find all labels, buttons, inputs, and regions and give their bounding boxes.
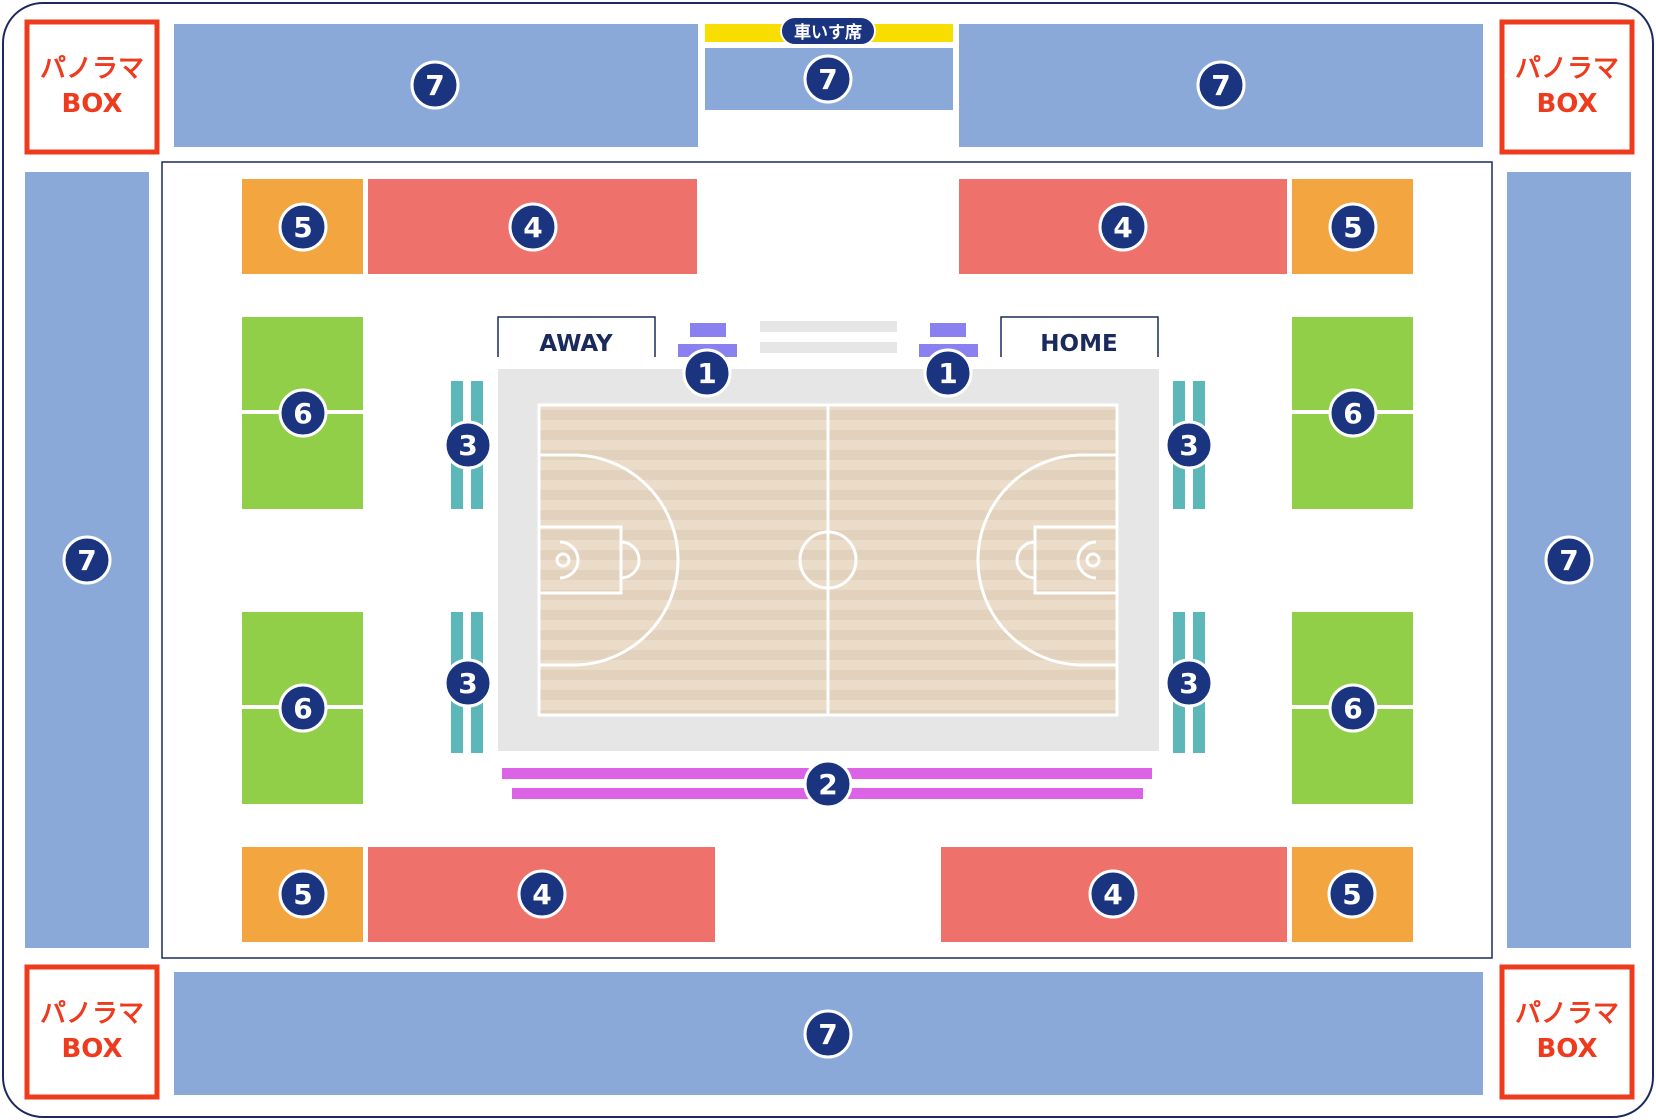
home-bench-label: HOME	[1040, 331, 1117, 357]
svg-text:2: 2	[818, 768, 837, 801]
svg-text:4: 4	[532, 878, 551, 911]
svg-text:5: 5	[293, 211, 312, 244]
wheelchair-label-pill	[780, 16, 876, 46]
marker-2-courtside: 2	[803, 759, 853, 809]
marker-7-left: 7	[62, 535, 112, 585]
marker-1-left: 1	[682, 348, 732, 398]
svg-text:5: 5	[1342, 878, 1361, 911]
svg-text:1: 1	[697, 357, 716, 390]
svg-text:7: 7	[1559, 544, 1578, 577]
marker-3-upper-left: 3	[443, 420, 493, 470]
marker-5-top-right: 5	[1328, 202, 1378, 252]
marker-7-bottom: 7	[803, 1009, 853, 1059]
panorama-box-top-left[interactable]: パノラマ BOX	[24, 19, 160, 155]
marker-7-top-right: 7	[1196, 60, 1246, 110]
marker-3-lower-left: 3	[443, 658, 493, 708]
wheelchair-label: 車いす席	[794, 22, 862, 43]
panorama-box-label-line2: BOX	[61, 1034, 122, 1064]
marker-7-top-center: 7	[803, 54, 853, 104]
panorama-box-top-right[interactable]: パノラマ BOX	[1499, 19, 1635, 155]
svg-text:3: 3	[1179, 429, 1198, 462]
svg-text:7: 7	[77, 544, 96, 577]
marker-6-lower-right: 6	[1328, 683, 1378, 733]
svg-text:6: 6	[293, 397, 312, 430]
scorer-table-upper	[760, 321, 897, 332]
marker-4-bottom-left: 4	[517, 869, 567, 919]
svg-text:5: 5	[1343, 211, 1362, 244]
away-bench-label: AWAY	[539, 331, 613, 357]
svg-text:3: 3	[458, 429, 477, 462]
marker-3-lower-right: 3	[1164, 658, 1214, 708]
away-bench-outline	[497, 316, 656, 357]
marker-4-top-right: 4	[1098, 202, 1148, 252]
panorama-box-label-line2: BOX	[61, 89, 122, 119]
svg-text:6: 6	[1343, 397, 1362, 430]
svg-text:7: 7	[818, 63, 837, 96]
svg-text:4: 4	[1113, 211, 1132, 244]
marker-6-upper-left: 6	[278, 388, 328, 438]
panorama-box-label-line1: パノラマ	[1515, 999, 1619, 1029]
panorama-box-label-line1: パノラマ	[1515, 54, 1619, 84]
svg-text:7: 7	[1211, 69, 1230, 102]
panorama-box-label-line2: BOX	[1536, 1034, 1597, 1064]
panorama-box-label-line1: パノラマ	[40, 54, 144, 84]
svg-text:6: 6	[1343, 692, 1362, 725]
svg-text:3: 3	[1179, 667, 1198, 700]
marker-6-lower-left: 6	[278, 683, 328, 733]
marker-4-top-left: 4	[508, 202, 558, 252]
scorer-table-lower	[760, 342, 897, 353]
svg-text:4: 4	[523, 211, 542, 244]
svg-text:3: 3	[458, 667, 477, 700]
marker-5-bottom-left: 5	[278, 869, 328, 919]
marker-3-upper-right: 3	[1164, 420, 1214, 470]
svg-text:6: 6	[293, 692, 312, 725]
panorama-box-bottom-left[interactable]: パノラマ BOX	[24, 964, 160, 1100]
marker-7-top-left: 7	[410, 60, 460, 110]
marker-4-bottom-right: 4	[1088, 869, 1138, 919]
svg-text:4: 4	[1103, 878, 1122, 911]
marker-7-right: 7	[1544, 535, 1594, 585]
panorama-box-label-line2: BOX	[1536, 89, 1597, 119]
svg-text:1: 1	[938, 357, 957, 390]
panorama-box-bottom-right[interactable]: パノラマ BOX	[1499, 964, 1635, 1100]
home-bench-outline	[1000, 316, 1159, 357]
panorama-box-label-line1: パノラマ	[40, 999, 144, 1029]
svg-text:5: 5	[293, 878, 312, 911]
svg-text:7: 7	[425, 69, 444, 102]
svg-text:7: 7	[818, 1018, 837, 1051]
marker-5-bottom-right: 5	[1327, 869, 1377, 919]
marker-5-top-left: 5	[278, 202, 328, 252]
marker-1-right: 1	[923, 348, 973, 398]
marker-6-upper-right: 6	[1328, 388, 1378, 438]
basketball-court	[537, 403, 1119, 717]
